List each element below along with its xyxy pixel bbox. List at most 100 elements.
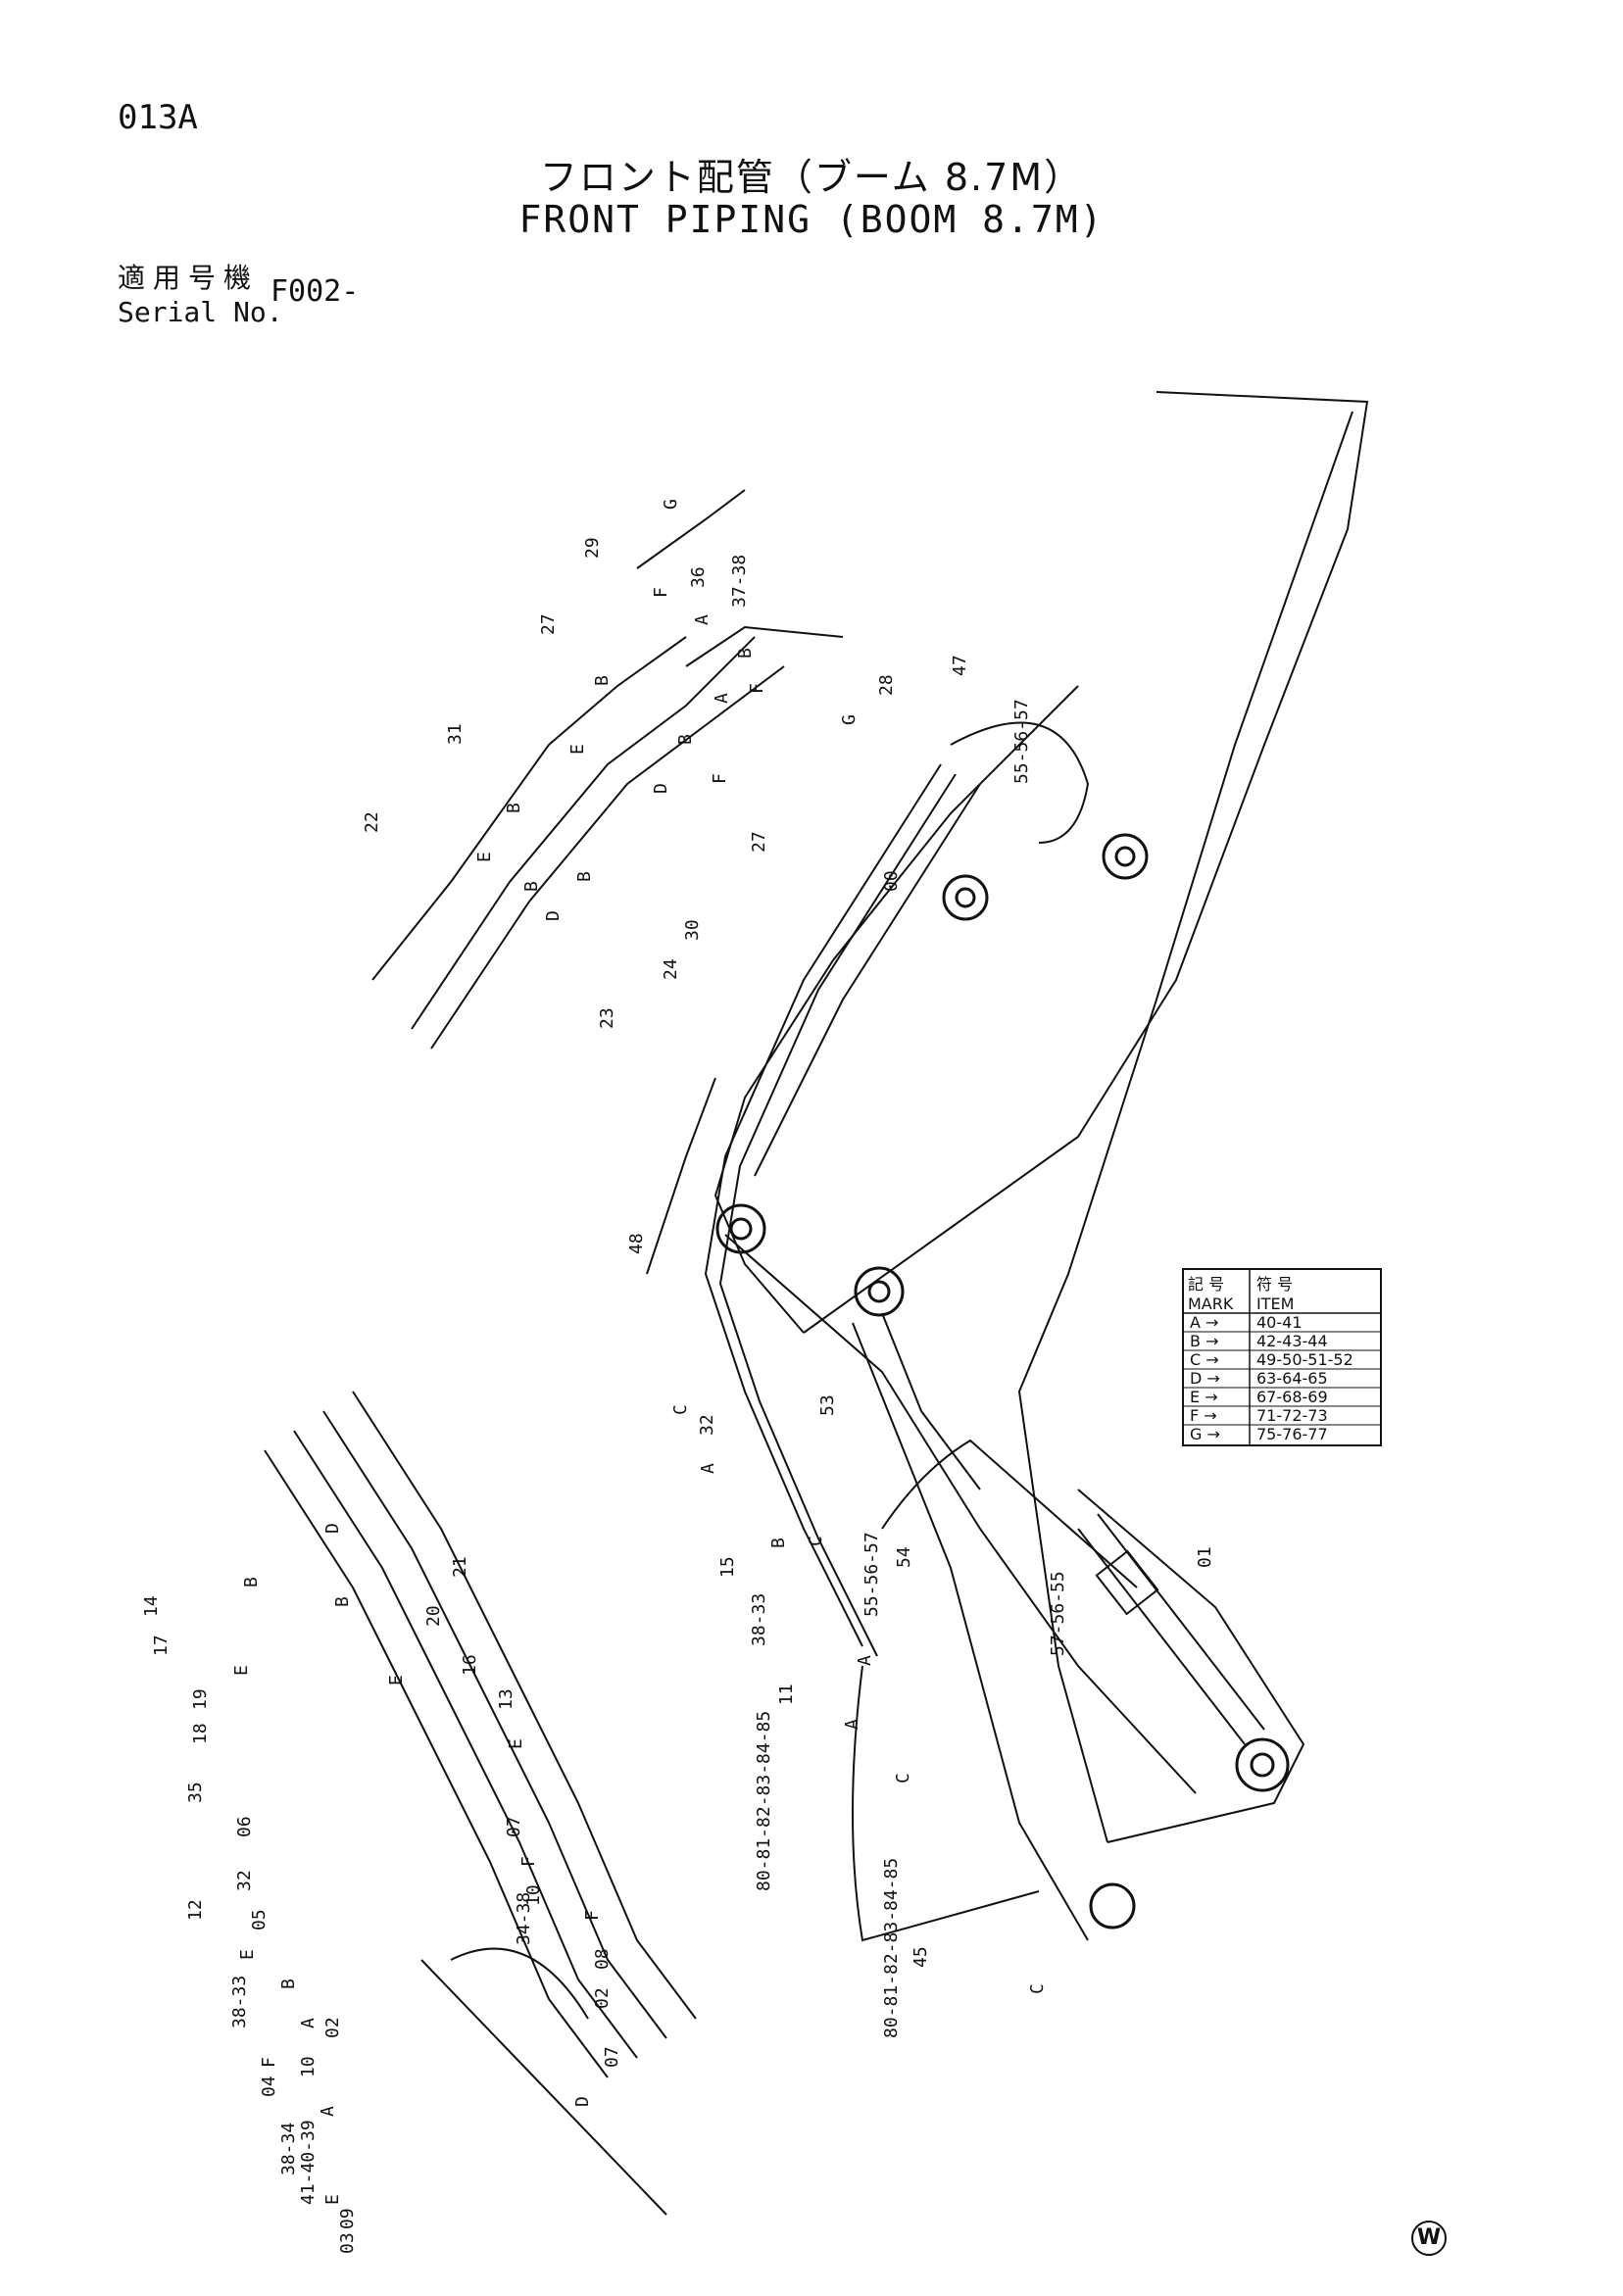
callout-label: 15 (717, 1556, 738, 1578)
callout-label: E (567, 744, 588, 755)
callout-label: 12 (185, 1899, 206, 1921)
boom-outline (713, 391, 1369, 1941)
callout-label: 02 (322, 2017, 343, 2038)
callout-label: 08 (592, 1948, 613, 1970)
callout-label: 80-81-82-83-84-85 (881, 1858, 902, 2038)
callout-label: B (768, 1538, 789, 1548)
bottom-detail-drawing (264, 1391, 697, 2216)
callout-label: B (332, 1596, 353, 1607)
callout-label: 31 (445, 723, 466, 745)
legend-row-mark: C → (1190, 1350, 1219, 1369)
callout-label: 28 (876, 674, 897, 696)
callout-label: 01 (1195, 1546, 1215, 1568)
callout-label: D (543, 910, 564, 921)
callout-label: 04 (259, 2076, 279, 2097)
copyright-mark: W (1411, 2221, 1447, 2256)
page-title-jp: フロント配管（ブーム 8.7M） (539, 156, 1084, 199)
callout-label: 05 (249, 1909, 270, 1930)
legend-header-item: ITEM (1256, 1295, 1294, 1313)
callout-label: 55-56-57 (861, 1532, 882, 1617)
callout-label: 48 (626, 1233, 647, 1254)
callout-label: B (675, 734, 696, 745)
callout-label: B (241, 1577, 262, 1588)
callout-label: F (259, 2057, 279, 2068)
callout-label: 80-81-82-83-84-85 (754, 1711, 774, 1891)
callout-label: 37-38 (729, 555, 750, 608)
callout-label: A (298, 2018, 319, 2028)
callout-label: 34-38 (514, 1892, 534, 1945)
callout-label: 10 (523, 1884, 544, 1906)
callout-label: F (747, 683, 767, 694)
callout-label: E (386, 1675, 407, 1685)
callout-label: A (318, 2106, 338, 2117)
callout-label: E (506, 1738, 526, 1749)
callout-label: 38-33 (229, 1976, 250, 2028)
callout-label: A (712, 693, 732, 704)
callout-label: 03 (337, 2232, 358, 2254)
legend-row-mark: A → (1190, 1313, 1218, 1332)
callout-label: 27 (749, 831, 769, 853)
callout-label: F (710, 773, 730, 784)
legend-row-item: 75-76-77 (1256, 1425, 1328, 1443)
serial-label-jp: 適用号機 (118, 262, 260, 294)
legend-row-item: 40-41 (1256, 1313, 1303, 1332)
callout-label: 38-33 (749, 1593, 769, 1646)
callout-label: C (1027, 1983, 1048, 1994)
callout-label: 07 (602, 2046, 622, 2068)
callout-label: 55-56-57 (1011, 699, 1032, 784)
legend-header-mark-jp: 記 号 (1188, 1275, 1224, 1294)
callout-label: 11 (776, 1684, 797, 1705)
callout-label: 06 (234, 1816, 255, 1837)
callout-label: A (855, 1655, 875, 1666)
callout-label: F (651, 587, 671, 598)
legend-row-mark: D → (1190, 1369, 1220, 1388)
legend-row-item: 49-50-51-52 (1256, 1350, 1353, 1369)
callout-label: 27 (538, 613, 559, 635)
legend-row-item: 67-68-69 (1256, 1388, 1328, 1406)
main-pipe-lines (646, 721, 1138, 1942)
callout-label: C (670, 1404, 691, 1415)
callout-label: 16 (460, 1654, 480, 1676)
callout-label: F (518, 1856, 539, 1867)
callout-label: 47 (950, 655, 970, 676)
callout-label: A (842, 1719, 862, 1730)
callout-label: 02 (592, 1987, 613, 2009)
callout-label: F (582, 1910, 603, 1921)
callout-label: 13 (496, 1688, 516, 1710)
serial-label-en: Serial No. (118, 296, 283, 328)
callout-label: B (521, 881, 542, 892)
callout-label: E (322, 2194, 343, 2205)
callout-label: A (698, 1463, 718, 1474)
callout-label: E (474, 852, 495, 862)
callout-label: A (692, 614, 713, 625)
callout-label: 14 (141, 1595, 162, 1617)
callout-label: D (651, 783, 671, 794)
callout-label: 53 (817, 1394, 838, 1416)
callout-label: 35 (185, 1782, 206, 1803)
legend-row-mark: G → (1190, 1425, 1220, 1443)
legend-row-mark: E → (1190, 1388, 1218, 1406)
callout-label: 24 (661, 958, 681, 980)
page-code: 013A (118, 98, 198, 137)
legend-row-item: 71-72-73 (1256, 1406, 1328, 1425)
callout-label: G (661, 499, 681, 510)
callout-label: C (806, 1536, 826, 1546)
callout-label: B (278, 1978, 299, 1989)
callout-label: 09 (337, 2208, 358, 2229)
callout-label: D (322, 1523, 343, 1534)
callout-label: B (504, 803, 524, 813)
callout-label: 32 (697, 1414, 717, 1436)
callout-label: 10 (298, 2056, 319, 2077)
page-title-en: FRONT PIPING (BOOM 8.7M) (518, 198, 1105, 241)
callouts-bottom-detail: 1417EBDB212016E19183513E06320512EB07F103… (141, 1523, 622, 2254)
callout-label: 23 (597, 1007, 617, 1029)
callout-label: 00 (881, 870, 902, 892)
callout-label: 54 (894, 1546, 914, 1568)
serial-value: F002- (270, 274, 360, 309)
callout-label: 36 (688, 566, 709, 588)
legend-header-item-jp: 符 号 (1256, 1275, 1293, 1294)
legend-row-mark: B → (1190, 1332, 1218, 1350)
